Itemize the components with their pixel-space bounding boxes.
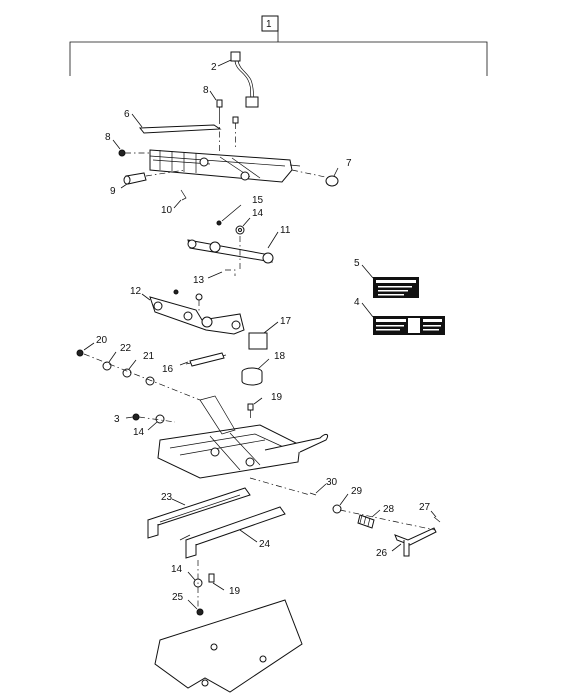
part-11-linkage-bar[interactable] xyxy=(187,231,279,270)
washer-chain-end xyxy=(145,376,155,386)
callout-6[interactable]: 6 xyxy=(124,109,130,120)
callout-21[interactable]: 21 xyxy=(143,351,155,362)
part-17-coil-spring[interactable] xyxy=(248,321,279,350)
part-27-pin[interactable] xyxy=(430,510,441,523)
callout-14-mid[interactable]: 14 xyxy=(133,427,145,438)
part-8-nut-left[interactable] xyxy=(112,139,150,157)
part-14-washer-lower[interactable] xyxy=(187,571,203,588)
callout-28[interactable]: 28 xyxy=(383,504,395,515)
fastener-axis-line-2 xyxy=(138,416,176,423)
part-4-warning-decal[interactable] xyxy=(361,302,445,335)
part-15-pin[interactable] xyxy=(216,204,242,226)
upper-rail-mechanism[interactable] xyxy=(149,149,331,183)
callout-29[interactable]: 29 xyxy=(351,486,363,497)
part-18-bushing[interactable] xyxy=(241,358,270,386)
part-12-scissor-link[interactable] xyxy=(141,289,245,335)
part-19-screw-lower[interactable] xyxy=(208,573,225,591)
rail-axis-line xyxy=(249,477,311,496)
callout-27[interactable]: 27 xyxy=(419,502,431,513)
callout-13[interactable]: 13 xyxy=(193,275,205,286)
callout-8-upper[interactable]: 8 xyxy=(203,85,209,96)
callout-14-lower[interactable]: 14 xyxy=(171,564,183,575)
callout-15[interactable]: 15 xyxy=(252,195,264,206)
part-28-spring[interactable] xyxy=(357,509,381,529)
callout-2[interactable]: 2 xyxy=(211,62,217,73)
assembly-bracket: 1 xyxy=(69,15,488,76)
part-16-extension-spring[interactable] xyxy=(179,352,227,367)
part-7-adjust-knob[interactable] xyxy=(325,167,339,187)
callout-23[interactable]: 23 xyxy=(161,492,173,503)
callout-19-upper[interactable]: 19 xyxy=(271,392,283,403)
callout-19-lower[interactable]: 19 xyxy=(229,586,241,597)
part-30-pin[interactable] xyxy=(309,483,327,496)
callout-18[interactable]: 18 xyxy=(274,351,286,362)
callout-16[interactable]: 16 xyxy=(162,364,174,375)
lever-axis-line xyxy=(339,509,436,531)
part-3-nut[interactable] xyxy=(125,413,140,421)
callout-22[interactable]: 22 xyxy=(120,343,132,354)
part-2-wire-harness[interactable] xyxy=(217,51,259,108)
part-23-slide-rail-left[interactable] xyxy=(147,487,251,539)
base-plate[interactable] xyxy=(154,599,303,693)
callout-12[interactable]: 12 xyxy=(130,286,142,297)
callout-20[interactable]: 20 xyxy=(96,335,108,346)
callout-14-upper[interactable]: 14 xyxy=(252,208,264,219)
part-19-screw-upper[interactable] xyxy=(247,397,263,418)
part-6-cover-plate[interactable] xyxy=(131,113,222,134)
part-26-release-lever[interactable] xyxy=(391,527,437,557)
callout-4[interactable]: 4 xyxy=(354,297,360,308)
callout-30[interactable]: 30 xyxy=(326,477,338,488)
callout-8-left[interactable]: 8 xyxy=(105,132,111,143)
part-20-nut[interactable] xyxy=(76,342,95,357)
part-14-washer-upper[interactable] xyxy=(235,217,251,235)
part-13-pin[interactable] xyxy=(207,269,236,279)
part-14-washer-mid[interactable] xyxy=(147,414,165,431)
part-9-handle-grip[interactable] xyxy=(120,169,186,189)
part-22-washer[interactable] xyxy=(102,351,117,371)
part-21-washer[interactable] xyxy=(122,359,137,378)
callout-25[interactable]: 25 xyxy=(172,592,184,603)
callout-11[interactable]: 11 xyxy=(280,225,291,236)
callout-7[interactable]: 7 xyxy=(346,158,352,169)
lower-frame[interactable] xyxy=(157,395,329,479)
part-24-slide-rail-right[interactable] xyxy=(179,506,286,559)
callout-26[interactable]: 26 xyxy=(376,548,388,559)
part-10-clip[interactable] xyxy=(173,189,187,209)
part-5-warning-decal[interactable] xyxy=(361,264,419,298)
part-25-nut[interactable] xyxy=(187,599,204,616)
part-29-washer[interactable] xyxy=(332,493,349,514)
callout-24[interactable]: 24 xyxy=(259,539,271,550)
callout-17[interactable]: 17 xyxy=(280,316,292,327)
callout-5[interactable]: 5 xyxy=(354,258,360,269)
callout-9[interactable]: 9 xyxy=(110,186,116,197)
fastener-axis-line xyxy=(83,353,201,401)
callout-3[interactable]: 3 xyxy=(114,414,120,425)
callout-10[interactable]: 10 xyxy=(161,205,173,216)
callout-1[interactable]: 1 xyxy=(266,19,272,30)
part-8-screw-upper[interactable] xyxy=(209,90,239,152)
